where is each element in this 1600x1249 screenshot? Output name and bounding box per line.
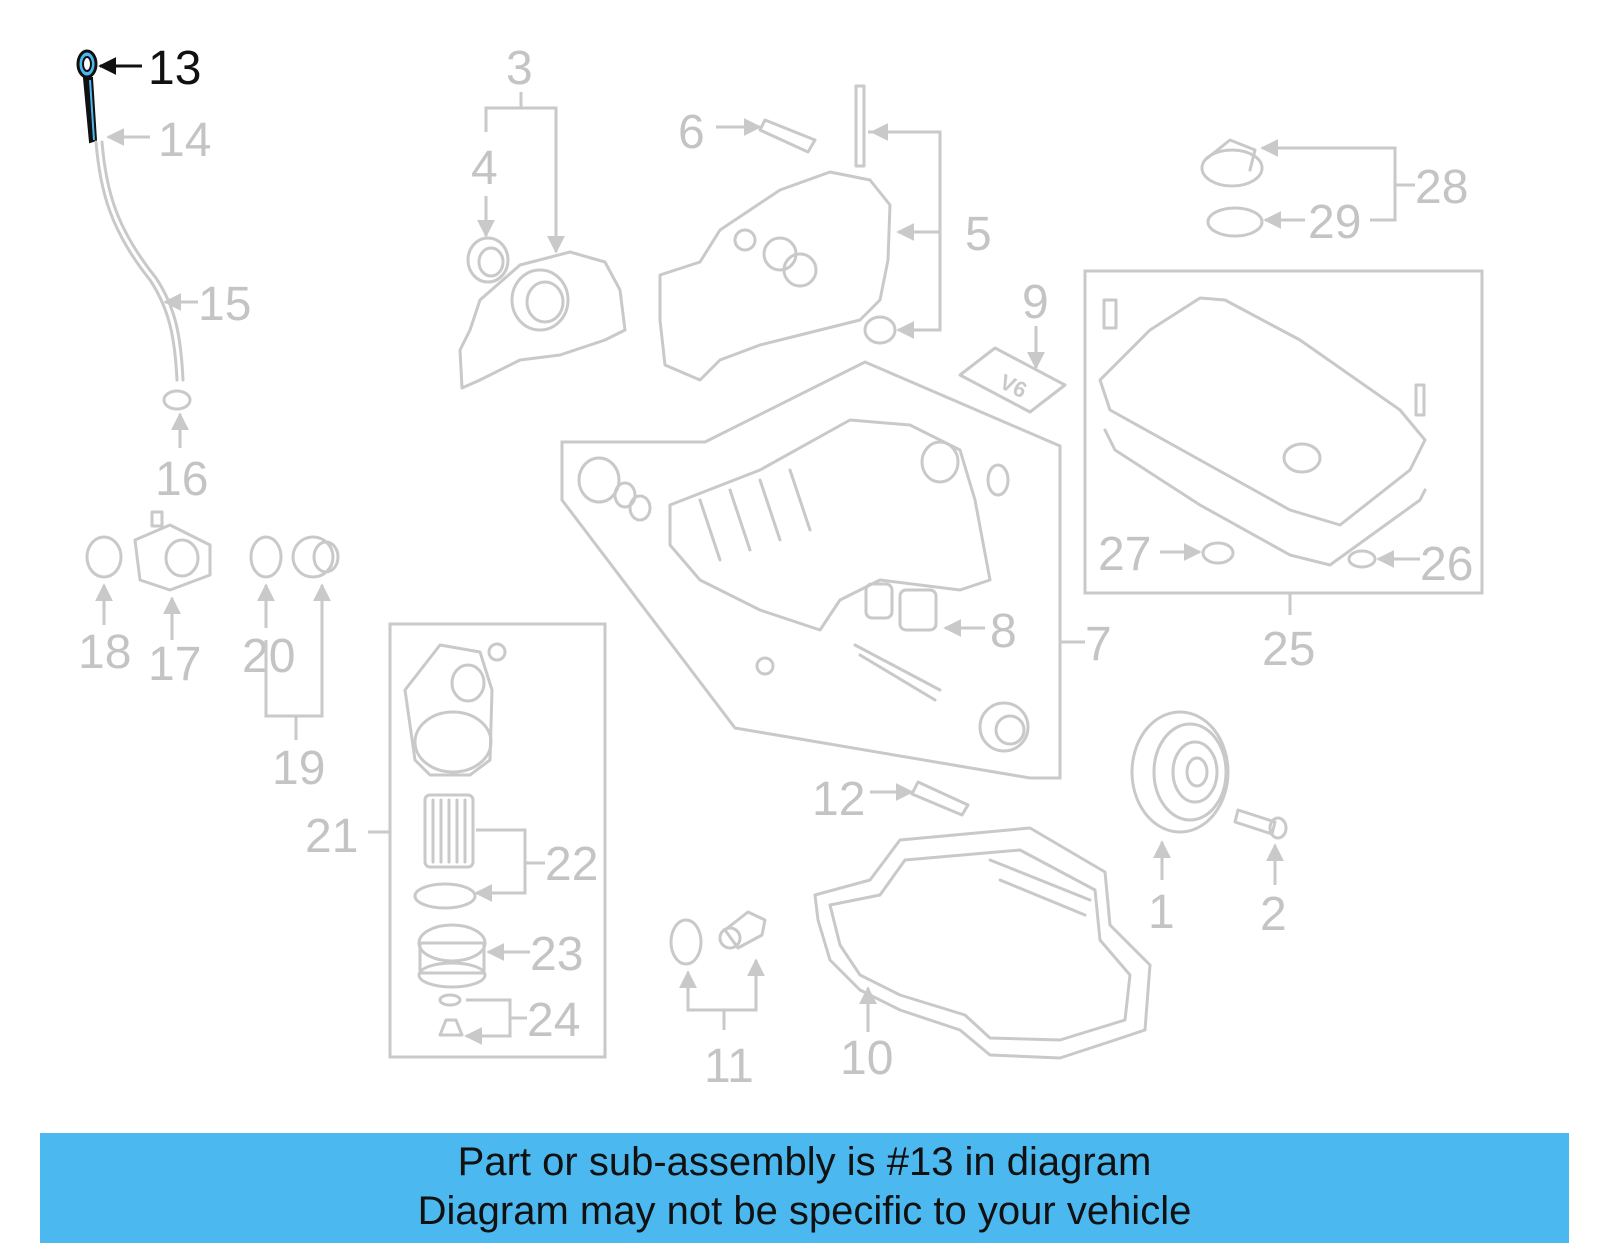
callout-2: 2 <box>1260 888 1287 941</box>
filter-housing-part-21 <box>403 642 507 777</box>
gasket-part-8 <box>864 582 938 632</box>
oil-filter-box-part-21 <box>388 622 607 1059</box>
callout-14: 14 <box>158 114 211 167</box>
plug-part-19 <box>291 535 340 579</box>
info-banner: Part or sub-assembly is #13 in diagram D… <box>40 1133 1569 1243</box>
callout-15: 15 <box>198 278 251 331</box>
timing-cover-part-3 <box>458 250 627 390</box>
callout-19: 19 <box>272 742 325 795</box>
callout-1: 1 <box>1148 886 1175 939</box>
washer-part-16 <box>162 389 192 411</box>
dipstick-handle-part-13[interactable] <box>76 49 98 144</box>
stud-part-5 <box>854 84 866 168</box>
callout-20: 20 <box>242 630 295 683</box>
callout-10: 10 <box>840 1032 893 1085</box>
callout-11: 11 <box>704 1040 754 1093</box>
valve-cover-box-part-25 <box>1083 269 1484 595</box>
bolt-part-2 <box>1233 808 1288 840</box>
intake-box-part-7 <box>560 360 1062 780</box>
callout-4: 4 <box>471 142 498 195</box>
callout-29: 29 <box>1308 196 1361 249</box>
callout-22: 22 <box>545 838 598 891</box>
callout-8: 8 <box>990 605 1017 658</box>
seal-part-26 <box>1347 549 1377 569</box>
bolt-part-12 <box>910 780 970 817</box>
actuator-parts <box>755 643 1030 753</box>
callout-26: 26 <box>1420 538 1473 591</box>
callout-12: 12 <box>812 773 865 826</box>
drain-parts-part-24 <box>438 993 464 1037</box>
filter-cap-part-23 <box>417 923 487 989</box>
badge-part-9: V6 <box>958 346 1067 414</box>
callout-16: 16 <box>155 453 208 506</box>
drain-plug-part-11 <box>718 910 767 950</box>
callout-13[interactable]: 13 <box>148 42 201 95</box>
bolt-part-6 <box>758 118 817 154</box>
callout-25: 25 <box>1262 623 1315 676</box>
callout-6: 6 <box>678 106 705 159</box>
oil-cooler-part-17 <box>133 510 212 592</box>
filler-cap-part-28 <box>1200 138 1264 188</box>
callout-5: 5 <box>965 208 992 261</box>
callout-23: 23 <box>530 928 583 981</box>
filter-element-part-22 <box>413 793 477 910</box>
banner-line-disclaimer: Diagram may not be specific to your vehi… <box>417 1189 1192 1233</box>
callout-9: 9 <box>1022 276 1049 329</box>
washer-part-11 <box>669 918 703 966</box>
oil-pan-part-10 <box>813 826 1152 1060</box>
seal-part-18 <box>85 535 123 579</box>
callout-7: 7 <box>1085 618 1112 671</box>
callout-3: 3 <box>506 42 533 95</box>
callout-18: 18 <box>78 626 131 679</box>
seal-part-4 <box>466 236 510 284</box>
pulley-part-1 <box>1130 710 1230 834</box>
valve-cover-part-25 <box>1098 296 1427 567</box>
seal-part-20 <box>249 535 283 579</box>
callout-17: 17 <box>148 638 201 691</box>
dipstick-tube-part-14-15 <box>94 140 185 382</box>
callout-27: 27 <box>1098 528 1151 581</box>
banner-line-part-number: Part or sub-assembly is #13 in diagram <box>457 1140 1152 1184</box>
grommet-part-27 <box>1201 541 1235 565</box>
cylinder-head-part-5 <box>658 170 897 382</box>
callout-28: 28 <box>1415 161 1468 214</box>
callout-21: 21 <box>305 810 358 863</box>
callout-24: 24 <box>527 994 580 1047</box>
intake-manifold-part-7 <box>577 418 1010 632</box>
seal-part-29 <box>1206 206 1264 238</box>
